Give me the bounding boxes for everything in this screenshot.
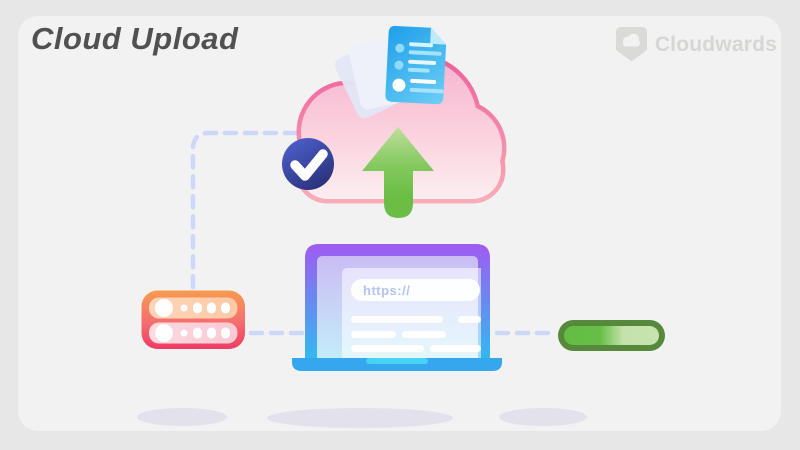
shadow-left (137, 408, 227, 426)
cloudwards-shield-icon (615, 27, 647, 62)
brand-logo: Cloudwards (615, 27, 777, 62)
check-icon (290, 149, 328, 181)
shadow-right (499, 408, 587, 426)
upload-arrow-icon (362, 127, 434, 218)
document-icon (385, 25, 447, 105)
shadow-center (267, 408, 453, 428)
server-unit-bottom-leds (155, 324, 230, 342)
document-fold-corner (430, 27, 447, 45)
progress-pill-fill (564, 326, 659, 345)
laptop-base-notch (366, 358, 428, 364)
page-title: Cloud Upload (31, 21, 239, 56)
browser-content-lines (351, 316, 481, 352)
server-unit-top-leds (155, 299, 230, 317)
browser-url-bar (351, 279, 480, 301)
progress-pill (558, 320, 665, 351)
document-text-lines (392, 42, 444, 94)
connector-dashed-lines (190, 130, 555, 336)
laptop-base (292, 358, 502, 371)
shield-cloud-glyph (622, 33, 640, 47)
connector-cloud-to-server (190, 130, 299, 292)
browser-url-text: https:// (363, 283, 410, 298)
brand-name: Cloudwards (654, 32, 777, 56)
server-stack (141, 290, 245, 349)
checkmark-badge (282, 138, 334, 190)
laptop: https:// (292, 244, 502, 371)
ground-shadows (137, 408, 587, 428)
